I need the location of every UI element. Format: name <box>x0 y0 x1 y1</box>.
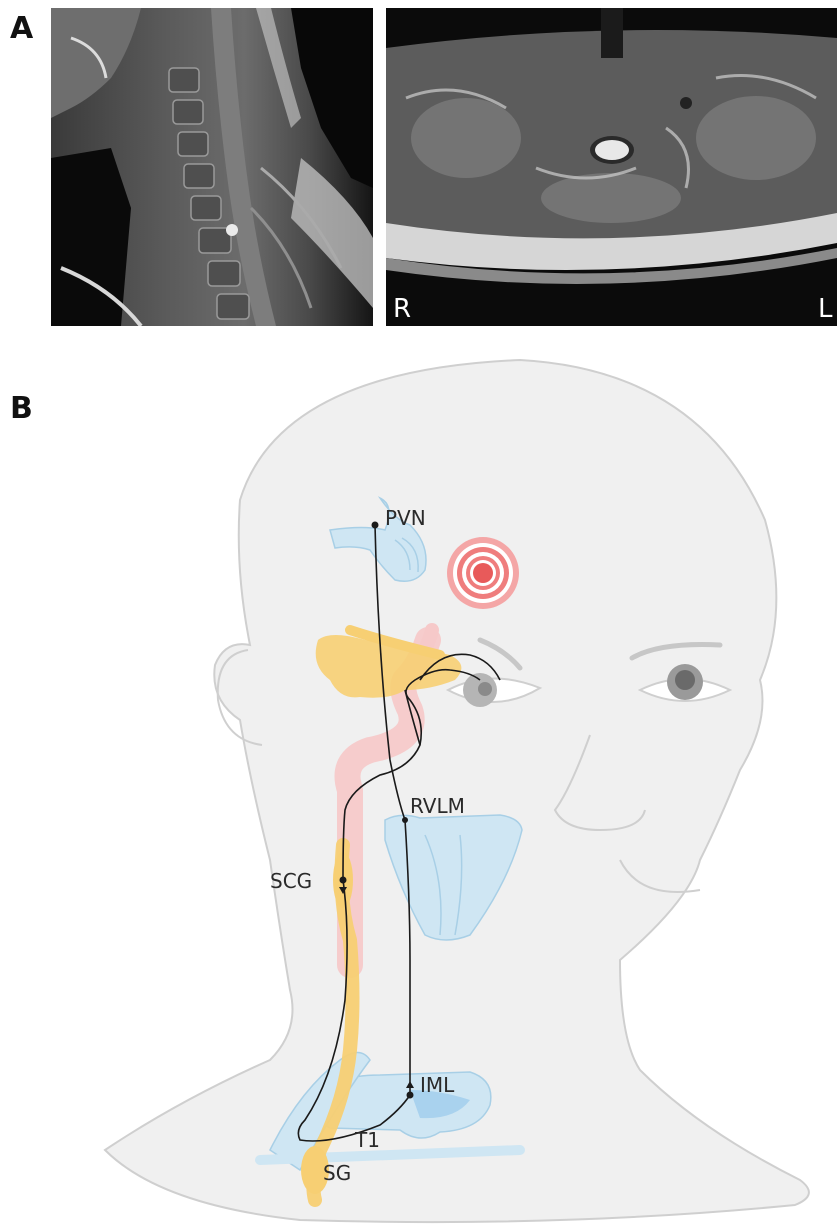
sympathetic-pathway-diagram: PVN RVLM SCG IML T1 SG <box>0 300 837 1232</box>
sagittal-mri-image <box>51 8 373 326</box>
label-pvn: PVN <box>385 506 426 530</box>
pain-target-icon <box>447 537 519 609</box>
label-sg: SG <box>323 1161 351 1185</box>
label-scg: SCG <box>270 869 312 893</box>
label-iml: IML <box>420 1073 455 1097</box>
label-rvlm: RVLM <box>410 794 465 818</box>
axial-mri-image: R L <box>386 8 837 326</box>
panel-label-a: A <box>10 14 33 44</box>
label-t1: T1 <box>354 1128 380 1152</box>
